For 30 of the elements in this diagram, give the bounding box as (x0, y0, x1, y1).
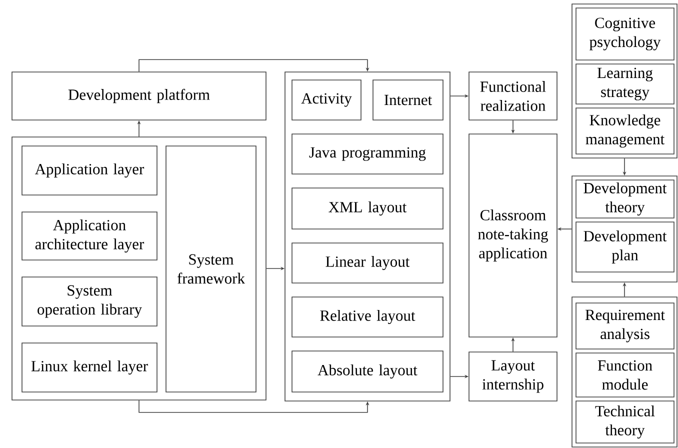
process-box: Cognitive psychology (576, 8, 674, 60)
process-box: Classroom note-taking application (468, 134, 558, 338)
process-box: Application architecture layer (22, 212, 158, 260)
process-box: Development theory (576, 180, 674, 218)
process-box: Application layer (22, 146, 158, 196)
process-box: Linear layout (292, 242, 444, 284)
container-box (284, 72, 450, 402)
container-box (572, 176, 678, 282)
process-box: Layout internship (468, 352, 558, 402)
process-box: Development plan (576, 222, 674, 272)
process-box: System framework (166, 146, 256, 392)
process-box: Linux kernel layer (22, 342, 158, 392)
process-box: Technical theory (576, 400, 674, 444)
process-box: Knowledge management (576, 108, 674, 154)
container-box (12, 136, 266, 400)
container-box (572, 296, 678, 448)
container-box (572, 4, 678, 158)
process-box: Learning strategy (576, 64, 674, 104)
process-box: Absolute layout (292, 350, 444, 392)
process-box: Functional realization (468, 72, 558, 120)
process-box: Development platform (12, 72, 266, 120)
process-box: Internet (372, 80, 444, 120)
arrow (138, 59, 370, 72)
process-box: System operation library (22, 276, 158, 326)
process-box: Activity (292, 80, 362, 120)
process-box: Java programming (292, 134, 444, 174)
process-box: XML layout (292, 188, 444, 230)
process-box: Requirement analysis (576, 302, 674, 350)
process-box: Relative layout (292, 296, 444, 338)
process-box: Function module (576, 352, 674, 398)
